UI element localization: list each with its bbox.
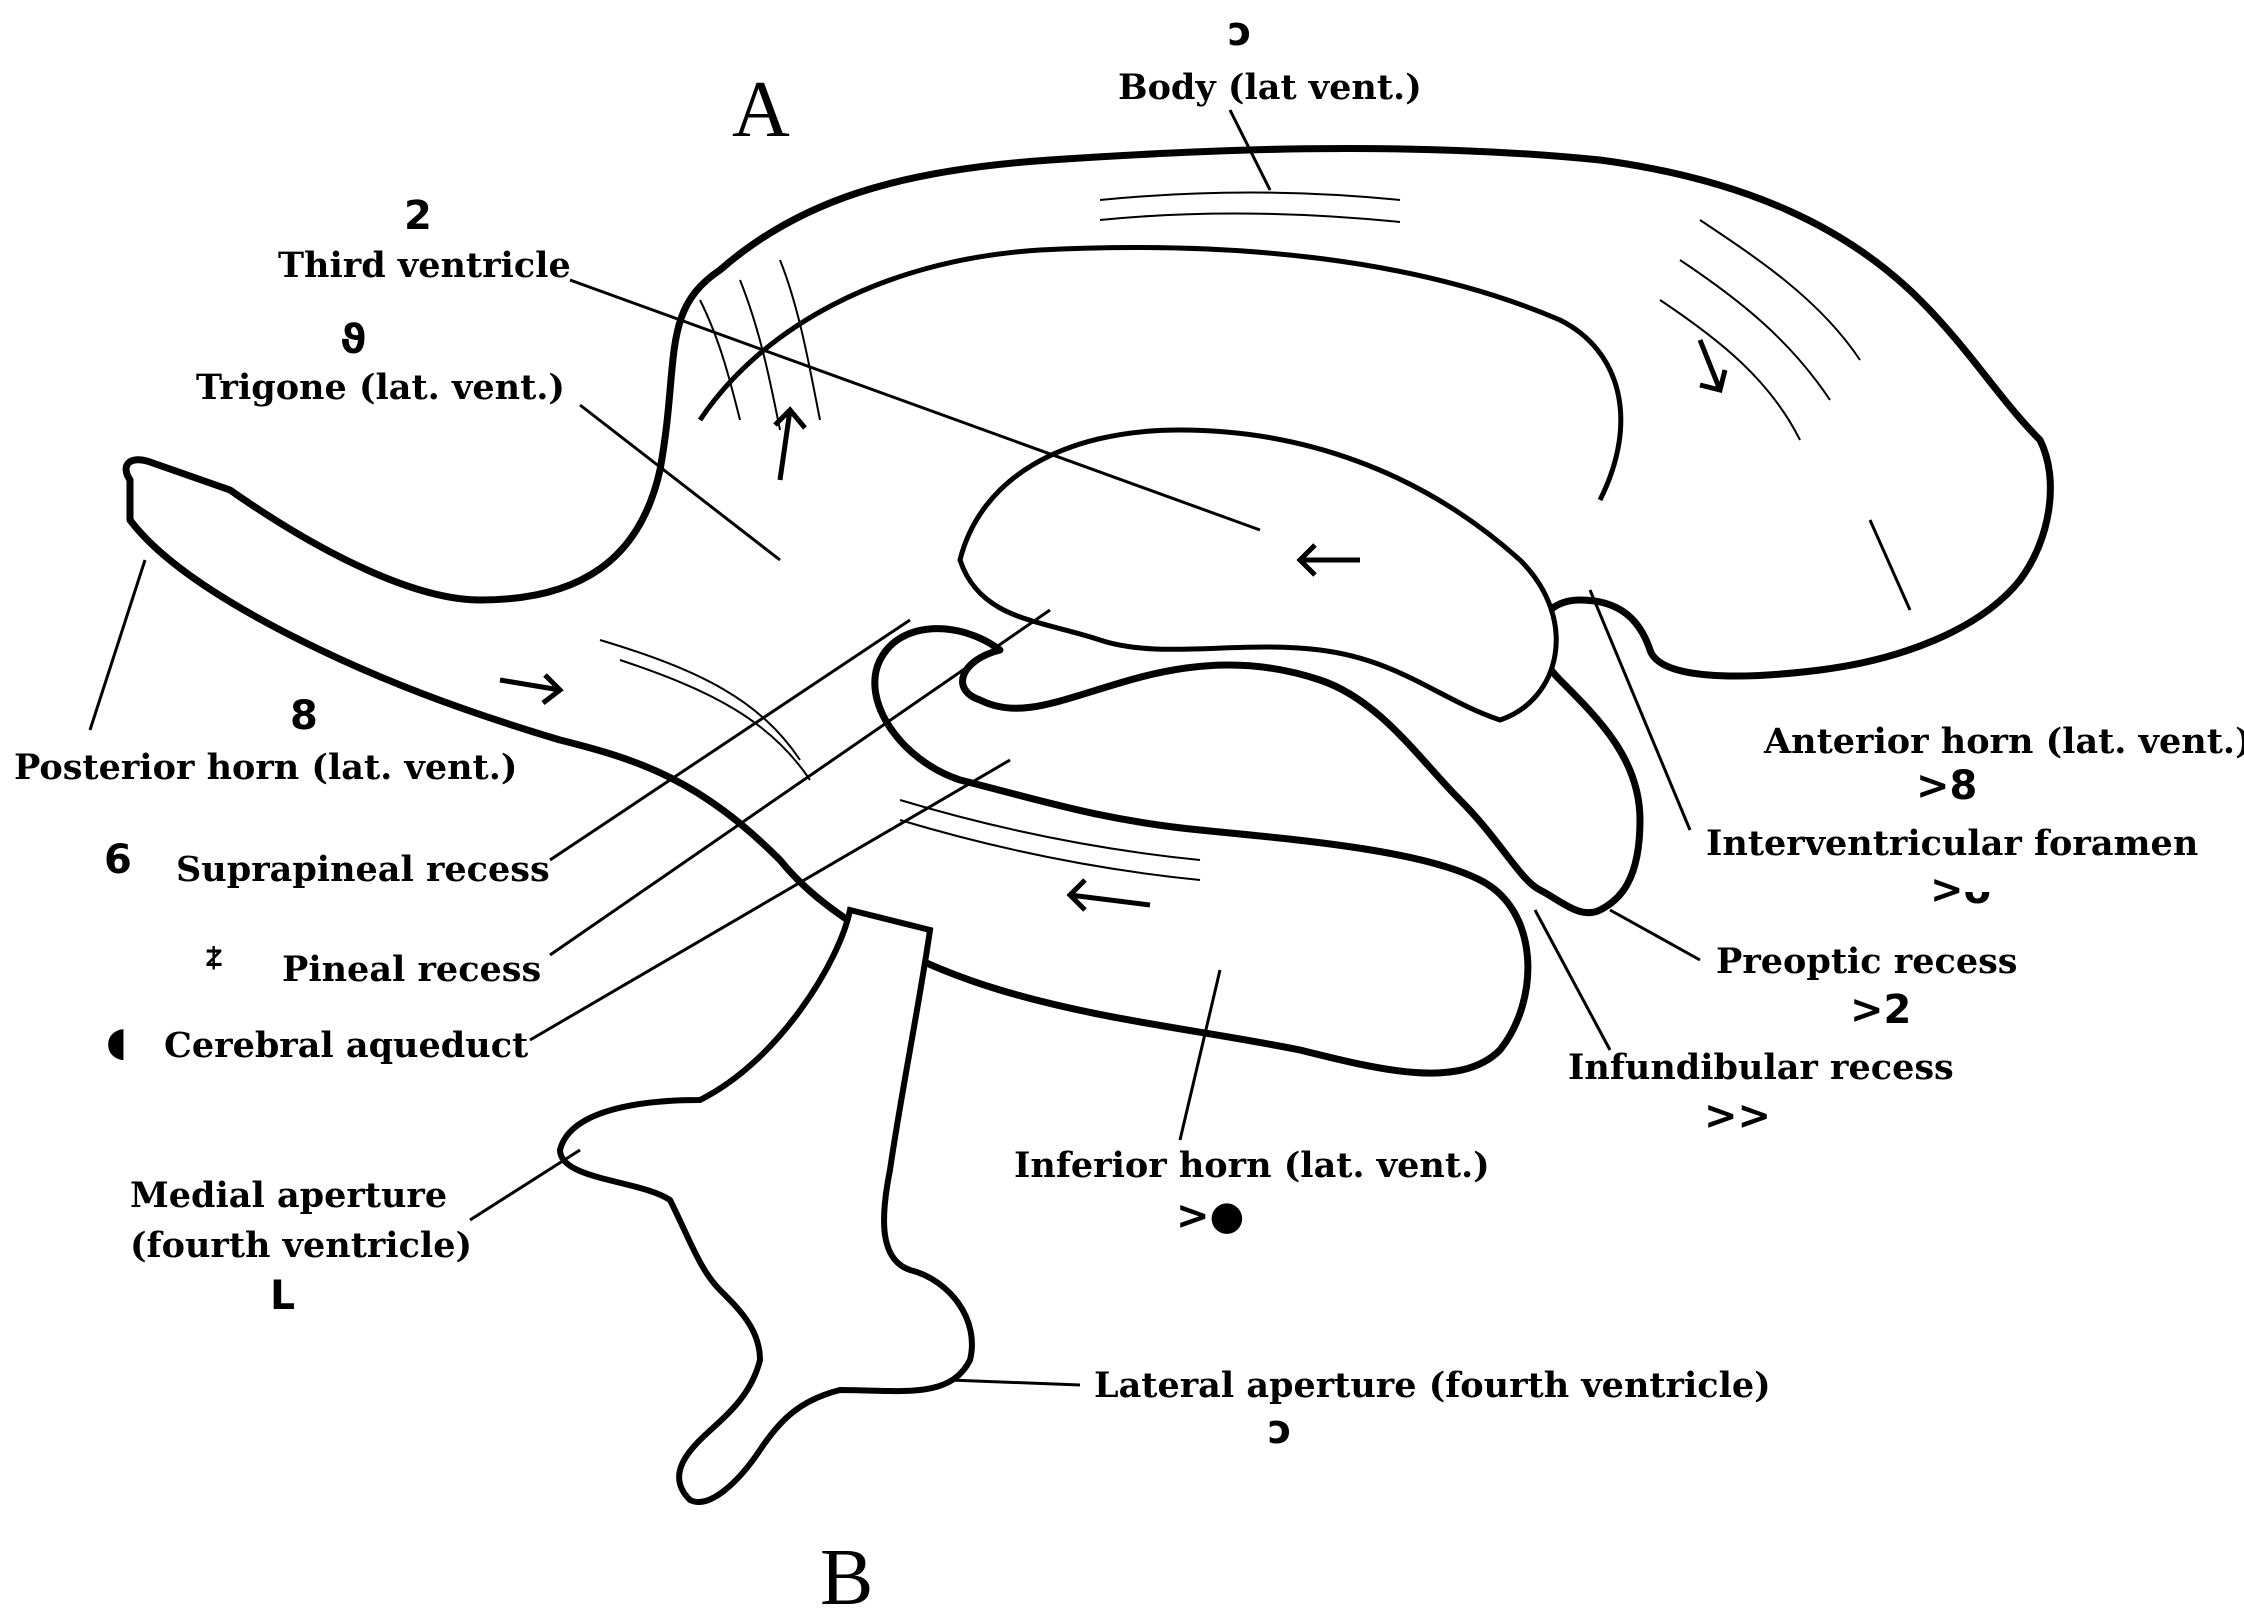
mark-medial-aperture: ᒪ bbox=[270, 1276, 295, 1316]
label-lateral-aperture: Lateral aperture (fourth ventricle) bbox=[1094, 1368, 1771, 1403]
mark-interventricular-foramen: >ᴗ bbox=[1930, 870, 1991, 910]
label-suprapineal-recess: Suprapineal recess bbox=[176, 852, 550, 887]
mark-preoptic-recess: >2 bbox=[1850, 990, 1911, 1030]
mark-inferior-horn: >● bbox=[1176, 1196, 1244, 1236]
figure-letter-top: A bbox=[732, 70, 790, 150]
label-posterior-horn: Posterior horn (lat. vent.) bbox=[14, 750, 517, 785]
fourth-ventricle-outline bbox=[560, 910, 972, 1502]
label-pineal-recess: Pineal recess bbox=[282, 952, 541, 987]
label-medial-aperture-2: (fourth ventricle) bbox=[130, 1228, 472, 1263]
label-interventricular-foramen: Interventricular foramen bbox=[1706, 826, 2198, 861]
label-medial-aperture-1: Medial aperture bbox=[130, 1178, 447, 1213]
mark-infundibular-recess: >> bbox=[1704, 1096, 1771, 1136]
mark-anterior-horn: >8 bbox=[1916, 766, 1977, 806]
mark-body: ɔ bbox=[1228, 12, 1252, 52]
label-body: Body (lat vent.) bbox=[1118, 70, 1422, 105]
mark-third-ventricle: 2 bbox=[404, 196, 432, 236]
label-anterior-horn: Anterior horn (lat. vent.) bbox=[1764, 724, 2244, 759]
figure-letter-bottom: B bbox=[820, 1538, 873, 1618]
mark-lateral-aperture: ɔ bbox=[1268, 1410, 1292, 1450]
label-preoptic-recess: Preoptic recess bbox=[1716, 944, 2018, 979]
mark-suprapineal-recess: 6 bbox=[104, 840, 132, 880]
label-trigone: Trigone (lat. vent.) bbox=[196, 370, 565, 405]
label-cerebral-aqueduct: Cerebral aqueduct bbox=[164, 1028, 528, 1063]
label-infundibular-recess: Infundibular recess bbox=[1568, 1050, 1954, 1085]
mark-pineal-recess: ᙇ bbox=[204, 946, 224, 986]
mark-trigone: ϑ bbox=[340, 320, 366, 360]
label-third-ventricle: Third ventricle bbox=[278, 248, 571, 283]
mark-posterior-horn: 8 bbox=[290, 696, 318, 736]
mark-cerebral-aqueduct: ◖ bbox=[106, 1022, 127, 1062]
label-inferior-horn: Inferior horn (lat. vent.) bbox=[1014, 1148, 1490, 1183]
